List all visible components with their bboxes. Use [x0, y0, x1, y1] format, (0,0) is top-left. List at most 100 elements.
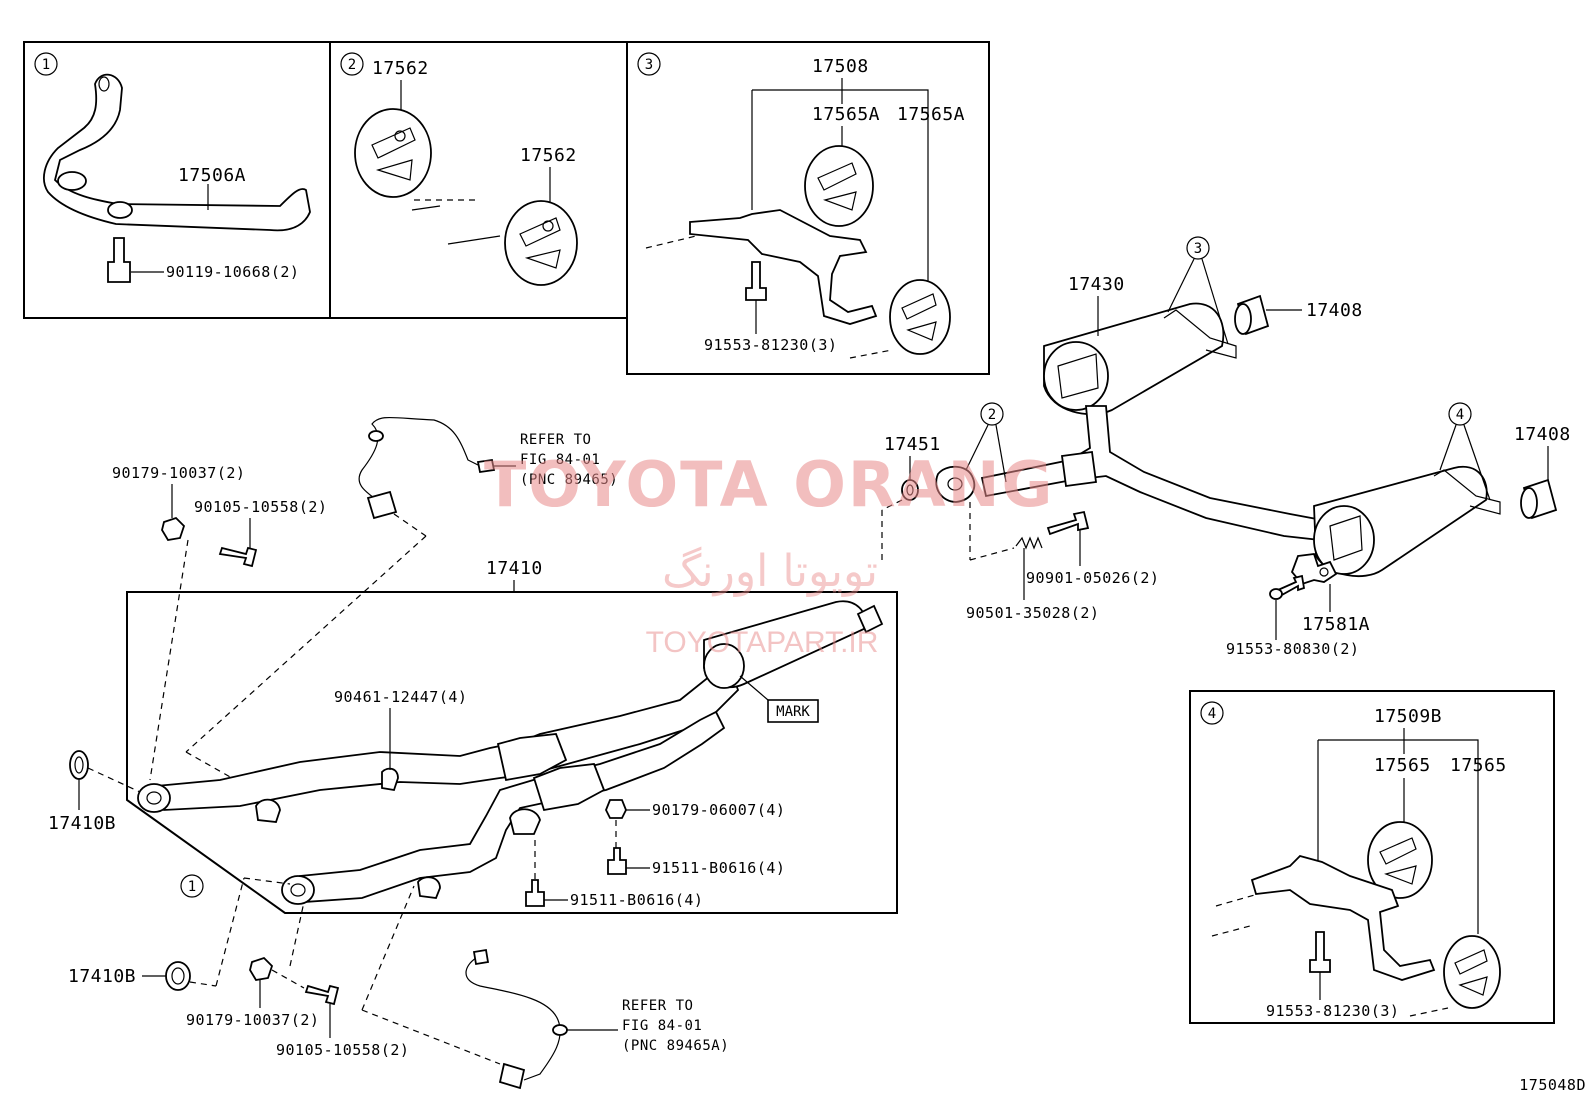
bolt-90105-upper [218, 546, 258, 568]
muffler-17430-end [1043, 341, 1109, 411]
ref-upper-line3: (PNC 89465) [520, 472, 618, 488]
bolt-91553-80830 [1276, 574, 1306, 598]
dash-lower-1 [215, 877, 245, 987]
dash-lower-4 [289, 901, 305, 967]
dash-lower-2 [243, 877, 291, 885]
hanger-17565A-bottom [889, 279, 951, 355]
bolt-91553-80830-label: 91553-80830(2) [1226, 640, 1359, 658]
dash-lower-5 [361, 885, 415, 1011]
gasket-17410B-upper [69, 750, 89, 780]
bracket-17509B-shape [1250, 854, 1436, 981]
gasket-lower-label: 17410B [68, 966, 136, 987]
pipe-stub-4 [1215, 893, 1259, 907]
cat-converter-lower [532, 763, 606, 812]
sensor-grommet-upper [368, 430, 384, 442]
clamp-center [509, 808, 541, 835]
muffler-17430-inner [1057, 353, 1099, 399]
stud-90461-label: 90461-12447(4) [334, 688, 467, 706]
callout-circle-1 [34, 52, 58, 76]
callout-1-main-label: 1 [188, 879, 196, 895]
tail-tip-upper-end [1234, 303, 1252, 335]
bolt-90105-lower [304, 984, 340, 1006]
dash-gasket-upper [87, 767, 141, 793]
o2-sensor-upper: REFER TO FIG 84-01 (PNC 89465) [358, 416, 618, 537]
inset-2: 2 17562 17562 [340, 52, 578, 286]
center-pipe-joint [1060, 450, 1098, 488]
bolt-mid-a-label: 91511-B0616(4) [652, 859, 785, 877]
hanger-17565-bottom [1443, 935, 1501, 1009]
inset-1: 1 17506A 90119-10668(2) [34, 52, 311, 283]
dash-upper-3 [185, 751, 233, 779]
sensor-body-upper [366, 490, 398, 520]
tail-tip-upper-label: 17408 [1306, 300, 1363, 321]
rear-exhaust: 17430 3 17408 17451 2 90901-05026(2) 905 [881, 236, 1570, 658]
sub-17565A-right-label: 17565A [897, 104, 965, 125]
dash-gasket-lower [189, 981, 217, 987]
nut-90179-06007 [605, 799, 627, 819]
gasket-17451-inner [906, 484, 914, 496]
dash-spring-b [969, 547, 1015, 561]
callout-3-label: 3 [645, 57, 653, 73]
part-17506A-label: 17506A [178, 165, 246, 186]
muffler-lower-inner [1329, 515, 1363, 561]
assy-17508-label: 17508 [812, 56, 869, 77]
bolt-91553-80830-head [1269, 588, 1283, 600]
flange-upper [137, 783, 171, 813]
ref-upper-line2: FIG 84-01 [520, 452, 600, 468]
bolt-91553-inset4-label: 91553-81230(3) [1266, 1002, 1399, 1020]
bolt-90901 [1046, 510, 1090, 536]
flange-upper-hole [146, 791, 162, 805]
bolt-91553-inset4 [1309, 931, 1331, 973]
spring-90501 [1015, 536, 1043, 550]
callout-4-label: 4 [1208, 706, 1216, 722]
inset-box-3 [626, 41, 990, 375]
clamp-upper [255, 798, 281, 823]
callout-circle-3 [637, 52, 661, 76]
clamp-lower [417, 876, 441, 899]
part-17562-bottom-label: 17562 [520, 145, 577, 166]
dash-upper-2 [185, 535, 427, 753]
muffler-lower-hanger [1433, 469, 1501, 515]
bolt-91553-inset3 [745, 261, 767, 301]
nut-mid-label: 90179-06007(4) [652, 801, 785, 819]
bolt-91511-a [607, 847, 627, 875]
rod-stub-top-2 [411, 205, 441, 211]
sub-17565A-left-label: 17565A [812, 104, 880, 125]
tail-tip-lower-end [1520, 487, 1538, 519]
bolt-90119 [107, 237, 131, 283]
callout-circle-4 [1200, 701, 1224, 725]
muffler-17430-label: 17430 [1068, 274, 1125, 295]
flange-lower [281, 875, 315, 905]
spring-90501-label: 90501-35028(2) [966, 604, 1099, 622]
watermark: TOYOTA ORANG تویوتا اورنگ TOYOTAPART.IR [484, 448, 1052, 659]
clamp-stud [381, 767, 399, 792]
dash-lower-6 [361, 1009, 501, 1065]
dash-17451 [881, 499, 903, 511]
callout-circle-2-rear [980, 402, 1004, 426]
bolt-90119-label: 90119-10668(2) [166, 263, 299, 281]
sensor-grommet-lower [552, 1024, 568, 1036]
part-17562-top-label: 17562 [372, 58, 429, 79]
nut-upper-label: 90179-10037(2) [112, 464, 245, 482]
muffler-lower-end [1313, 505, 1375, 575]
sensor-connector-lower [472, 948, 490, 966]
sensor-wire-lower [465, 957, 561, 1081]
callout-1-label: 1 [42, 57, 50, 73]
bracket-17581A-label: 17581A [1302, 614, 1370, 635]
gasket-17451-label: 17451 [884, 434, 941, 455]
leader-mark [739, 675, 769, 701]
leader-3-rear-a [1167, 258, 1195, 313]
dash-upper-1 [149, 539, 189, 781]
front-pipe-17410: 17410 MARK 90461-12447(4) 1 [48, 464, 884, 1065]
gasket-lower-inner [171, 967, 185, 985]
bolt-mid-b-label: 91511-B0616(4) [570, 891, 703, 909]
cat-converter-upper [496, 733, 568, 782]
sensor-body-lower [498, 1062, 526, 1090]
inset-4: 4 17509B 17565 17565 91553-81230(3) [1200, 701, 1506, 1020]
callout-circle-4-rear [1448, 402, 1472, 426]
figure-id: 175048D [1519, 1076, 1586, 1094]
dash-sensor-upper [393, 513, 427, 537]
resonator-outlet [856, 604, 884, 634]
mark-label: MARK [776, 704, 810, 720]
